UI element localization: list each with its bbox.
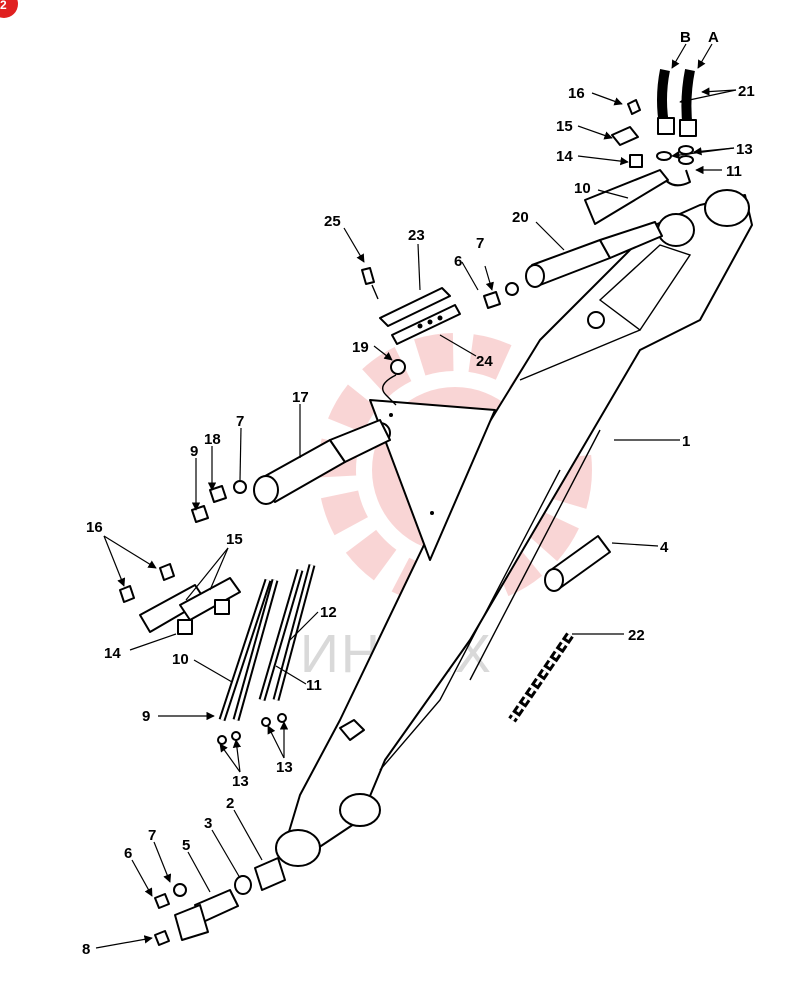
callout-3: 3	[204, 815, 212, 832]
hydraulic-tubes-lower	[217, 564, 316, 745]
callout-labels: B A 21 16 15 13 14 11 10 20 25 23 7 6 24…	[82, 29, 755, 958]
callout-11-top: 11	[726, 163, 742, 180]
callout-9-mid: 9	[190, 443, 198, 460]
leader-lines	[95, 43, 737, 949]
callout-25: 25	[324, 213, 341, 230]
svg-text:2: 2	[0, 0, 7, 12]
callout-14-top: 14	[556, 148, 573, 165]
callout-6-low: 6	[124, 845, 132, 862]
callout-7-low: 7	[148, 827, 156, 844]
callout-6-top: 6	[454, 253, 462, 270]
callout-9-low: 9	[142, 708, 150, 725]
callout-7-top: 7	[476, 235, 484, 252]
callout-12: 12	[320, 604, 337, 621]
callout-10-low: 10	[172, 651, 189, 668]
hydraulic-cylinder-20	[483, 221, 663, 309]
callout-20: 20	[512, 209, 529, 226]
callout-24: 24	[476, 353, 493, 370]
callout-15-top: 15	[556, 118, 573, 135]
callout-1: 1	[682, 433, 690, 450]
pin-assembly-lower	[154, 857, 286, 946]
tube-clamp-plates	[361, 267, 461, 345]
callout-15-low: 15	[226, 531, 243, 548]
bolt-19	[382, 359, 406, 406]
pin-4	[544, 535, 611, 592]
callout-8: 8	[82, 941, 90, 958]
callout-16-top: 16	[568, 85, 585, 102]
callout-B: B	[680, 29, 691, 46]
callout-23: 23	[408, 227, 425, 244]
callout-19: 19	[352, 339, 369, 356]
callout-10-top: 10	[574, 180, 591, 197]
callout-11-low: 11	[306, 677, 322, 694]
hydraulic-cylinder-17	[191, 419, 391, 523]
callout-17: 17	[292, 389, 309, 406]
callout-22: 22	[628, 627, 645, 644]
callout-2: 2	[226, 795, 234, 812]
callout-5: 5	[182, 837, 190, 854]
boom-arm	[275, 189, 753, 867]
callout-A: A	[708, 29, 719, 46]
chain-22	[508, 632, 574, 723]
callout-14-low: 14	[104, 645, 121, 662]
callout-16-low: 16	[86, 519, 103, 536]
callout-4: 4	[660, 539, 669, 556]
corner-badge: 2	[0, 0, 18, 18]
callout-13-low-b: 13	[276, 759, 293, 776]
tube-clamps-lower	[119, 563, 241, 635]
hydraulic-hoses-upper	[584, 69, 697, 225]
callout-18: 18	[204, 431, 221, 448]
callout-7-mid: 7	[236, 413, 244, 430]
callout-21: 21	[738, 83, 755, 100]
callout-13-top: 13	[736, 141, 753, 158]
callout-13-low-a: 13	[232, 773, 249, 790]
